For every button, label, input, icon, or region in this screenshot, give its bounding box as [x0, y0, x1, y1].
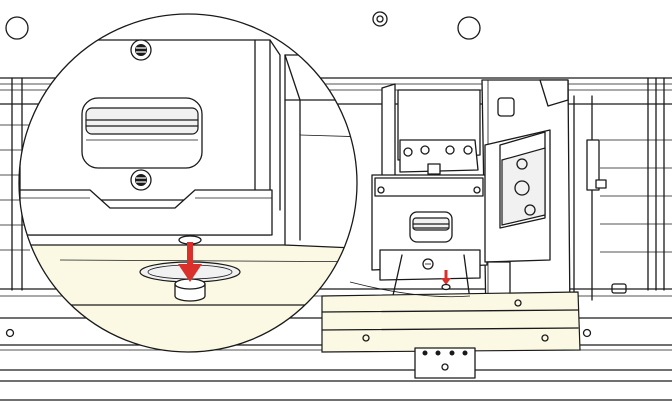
- mount-hole-right: [457, 16, 481, 40]
- carriage-screw: [422, 258, 434, 270]
- screw-top: [372, 11, 388, 27]
- magnified-screw-bottom: [130, 169, 152, 191]
- carriage-window: [409, 211, 453, 243]
- right-rail: [573, 77, 672, 301]
- rail-screw-right: [582, 328, 592, 338]
- small-indicator: [441, 270, 451, 291]
- screw-top-inner: [376, 15, 384, 23]
- magnified-window: [81, 97, 203, 169]
- lower-bracket: [414, 347, 476, 379]
- mount-hole-left: [5, 16, 29, 40]
- magnified-detail: [18, 13, 358, 353]
- cap-screw-2: [524, 204, 536, 216]
- slide-panel: [321, 281, 581, 353]
- magnified-screw-top: [130, 39, 152, 61]
- cap-screw-1: [516, 158, 528, 170]
- carriage-assembly: [321, 79, 581, 379]
- rail-screw-left: [5, 328, 15, 338]
- sensor-pin: [174, 278, 206, 302]
- down-arrow-icon: [178, 242, 202, 282]
